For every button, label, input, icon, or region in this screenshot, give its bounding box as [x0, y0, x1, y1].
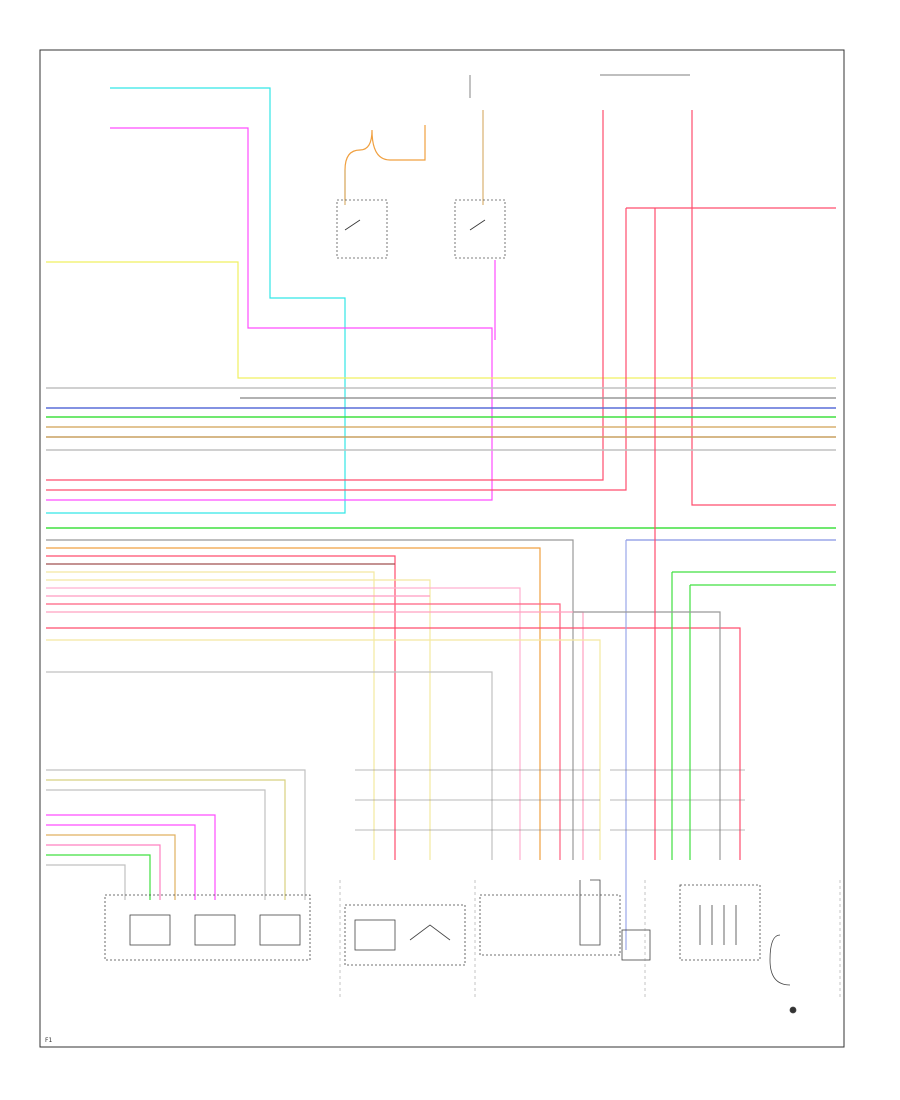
wire-green-r2 — [689, 584, 836, 860]
sensor-group-left — [104, 894, 311, 961]
wire-red-fuse1 — [46, 110, 604, 481]
throttle-motor — [354, 919, 396, 951]
wire-gray-top — [469, 74, 690, 98]
wire-cyan-top — [46, 87, 346, 514]
wire-red-a — [46, 555, 396, 860]
pedal-sensor-frame — [104, 894, 311, 961]
middle-harness — [46, 208, 836, 950]
sensor-2 — [194, 914, 236, 946]
sensor-3 — [259, 914, 301, 946]
wire-bl-gray-1 — [46, 769, 306, 900]
wire-bl-pink-3 — [46, 844, 161, 900]
wire-gray-a — [46, 539, 574, 860]
footer-code: F1 — [45, 1037, 52, 1044]
wire-bl-pink-2 — [46, 824, 196, 900]
throttle-component — [344, 904, 466, 966]
sensor-1 — [129, 914, 171, 946]
diagram-frame — [39, 49, 845, 1048]
wire-pale-b — [46, 579, 431, 860]
top-wires — [46, 74, 836, 514]
wire-yellow-top — [46, 261, 836, 379]
bus-lines — [46, 387, 836, 541]
wire-orange-a — [46, 547, 541, 860]
wire-red-drop — [46, 208, 627, 491]
wire-red-c — [46, 627, 741, 860]
connector-rows — [355, 769, 745, 831]
wire-bl-gray-2 — [46, 789, 266, 900]
wire-pink-a — [46, 587, 521, 860]
ground-dot — [789, 1006, 797, 1014]
connector-hook — [769, 934, 791, 986]
bottom-left-wires — [46, 769, 306, 900]
relay-boxes — [336, 199, 506, 259]
throttle-frame — [344, 904, 466, 966]
trans-sensor-frame — [479, 894, 621, 956]
wire-pink-c — [46, 611, 584, 860]
wire-bl-gray-3 — [46, 864, 126, 900]
wire-green-r1 — [671, 571, 836, 860]
relay-1 — [336, 199, 388, 259]
wire-red-b — [46, 603, 561, 860]
transmission-sensor — [479, 879, 621, 956]
wire-bl-tan — [46, 779, 286, 900]
wire-pale-a — [46, 571, 375, 860]
right-components — [621, 884, 797, 1014]
wire-pink-top — [46, 127, 493, 501]
wire-bl-pink-1 — [46, 814, 216, 900]
bottom-separators — [339, 880, 841, 1000]
wire-red-fuse2 — [691, 110, 836, 506]
wire-bl-green — [46, 854, 151, 900]
wire-gray-r — [573, 611, 721, 860]
wire-bl-tan-2 — [46, 834, 176, 900]
injector-frame — [679, 884, 761, 961]
relay-2 — [454, 199, 506, 259]
wire-gray-c — [46, 671, 493, 860]
wire-yellow-c — [46, 639, 601, 860]
solenoid-frame — [621, 929, 651, 961]
wire-orange-feed — [344, 125, 426, 200]
